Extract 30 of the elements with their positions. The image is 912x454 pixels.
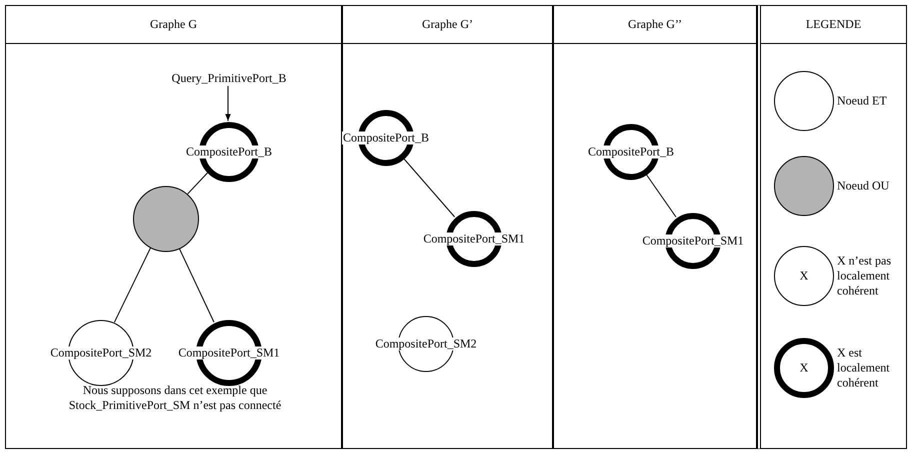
- node-label: CompositePort_B: [185, 146, 273, 158]
- legend-text: Noeud ET: [837, 94, 888, 108]
- connector-line: [178, 247, 214, 323]
- table-column: [5, 5, 342, 449]
- legend-text: X n’est pas localement cohérent: [837, 254, 892, 298]
- node-label: CompositePort_SM2: [374, 338, 478, 350]
- node-label: CompositePort_B: [587, 146, 675, 158]
- node-label: CompositePort_SM1: [422, 232, 526, 246]
- connector-line: [646, 173, 676, 218]
- arrow: [225, 86, 231, 122]
- connector-line: [402, 158, 456, 218]
- column-header: Graphe G’’: [554, 6, 756, 44]
- table-column: [553, 5, 757, 449]
- table-column: [342, 5, 553, 449]
- legend-text: X est localement cohérent: [837, 346, 891, 390]
- node-label: Query_PrimitivePort_B: [163, 71, 295, 87]
- node-label: CompositePort_B: [342, 132, 430, 144]
- connector-line: [114, 247, 152, 323]
- column-header: Graphe G: [6, 6, 341, 44]
- column-header: LEGENDE: [761, 6, 906, 44]
- node-label: CompositePort_SM1: [641, 234, 745, 248]
- column-header: Graphe G’: [343, 6, 552, 44]
- connector-line: [187, 172, 208, 194]
- node-label: CompositePort_SM1: [177, 346, 281, 360]
- symbol-letter: X: [800, 360, 808, 376]
- note-text: Nous supposons dans cet exemple que Stock_PrimitivePort_SM n’est pas connecté: [68, 383, 282, 413]
- symbol-letter: X: [800, 268, 808, 284]
- table-column: [757, 5, 907, 449]
- legend-text: Noeud OU: [837, 178, 890, 194]
- node-label: CompositePort_SM2: [49, 346, 153, 360]
